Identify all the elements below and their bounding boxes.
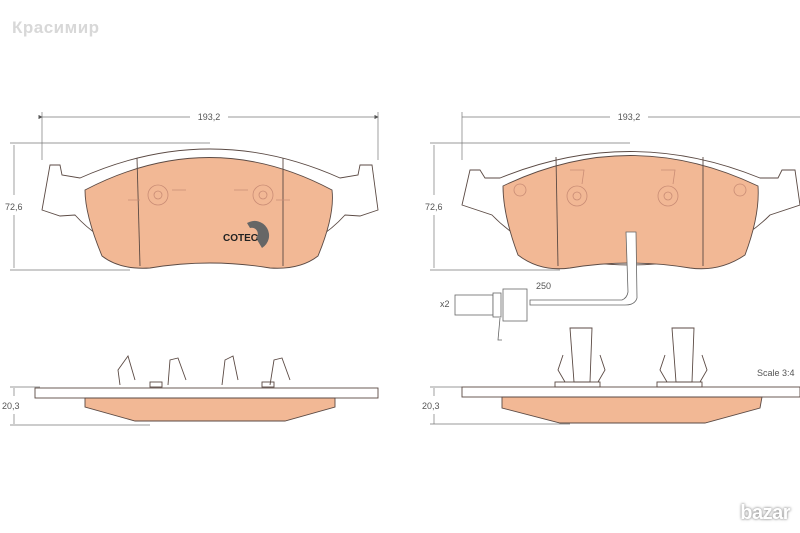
left-height-dimension: 72,6	[5, 202, 23, 212]
left-pad-side-view	[34, 354, 379, 422]
wire-length-label: 250	[536, 281, 551, 291]
right-pad-front-view	[461, 151, 800, 270]
left-width-dimension: 193,2	[198, 112, 221, 122]
left-pad-front-view	[41, 148, 379, 269]
cotec-logo-text: COTEC	[223, 233, 258, 244]
sensor-count-label: x2	[440, 299, 450, 309]
right-height-dimension: 72,6	[425, 202, 443, 212]
bazar-logo: bazar	[740, 502, 790, 524]
left-thickness-dimension: 20,3	[2, 401, 20, 411]
wear-sensor	[454, 231, 638, 341]
right-thickness-dimension: 20,3	[422, 401, 440, 411]
right-width-dimension: 193,2	[618, 112, 641, 122]
cotec-logo: COTEC	[223, 220, 270, 248]
watermark: Красимир	[12, 18, 100, 37]
right-pad-side-view	[461, 327, 800, 424]
scale-label: Scale 3:4	[757, 368, 795, 378]
